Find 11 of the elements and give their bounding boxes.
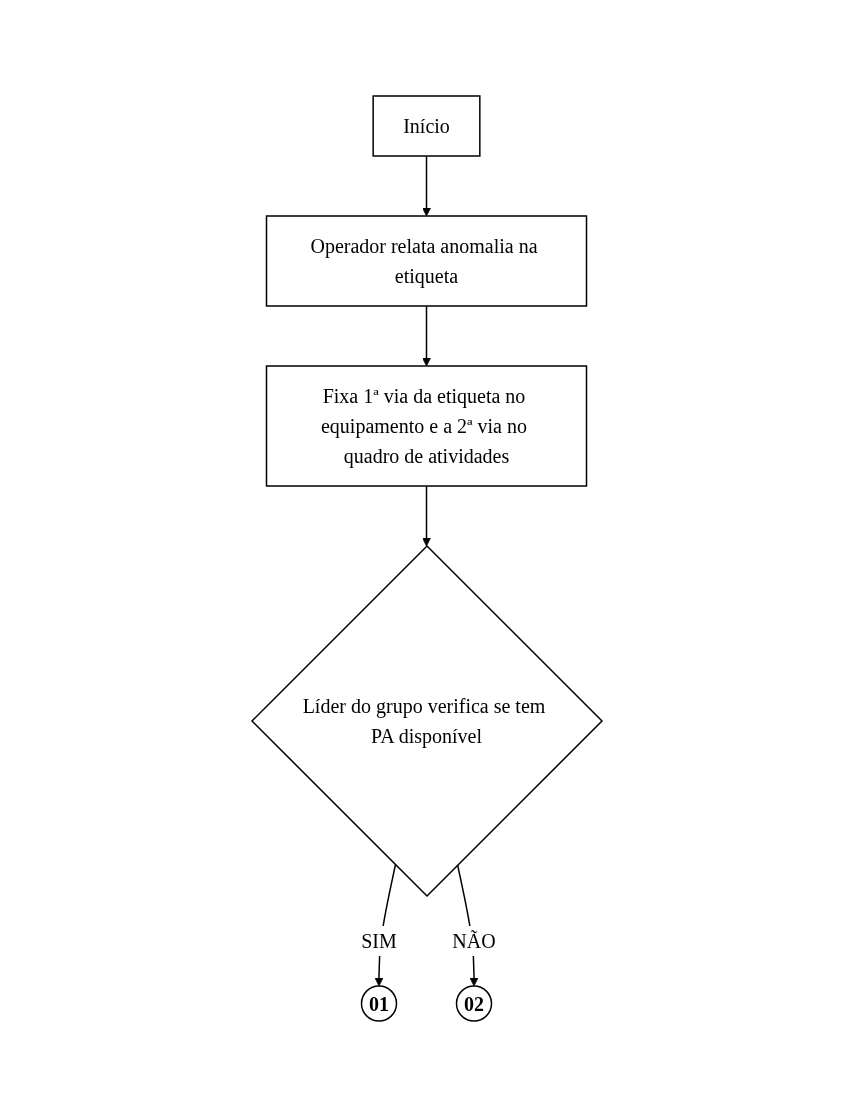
- node-box: Operador relata anomalia na etiqueta: [265, 215, 588, 307]
- edge-label: SIM: [361, 930, 397, 952]
- edge-label: NÃO: [452, 930, 496, 952]
- node-circle: 02: [455, 985, 493, 1022]
- node-box: Início: [372, 95, 481, 157]
- node-diamond: Líder do grupo verifica se tem PA disponível: [250, 544, 604, 898]
- node-box: Fixa 1ª via da etiqueta no equipamento e a 2ª via no quadro de atividades: [265, 365, 588, 487]
- arrow: [422, 155, 431, 217]
- arrow: [422, 485, 431, 547]
- arrow: [422, 305, 431, 367]
- node-circle: 01: [360, 985, 398, 1022]
